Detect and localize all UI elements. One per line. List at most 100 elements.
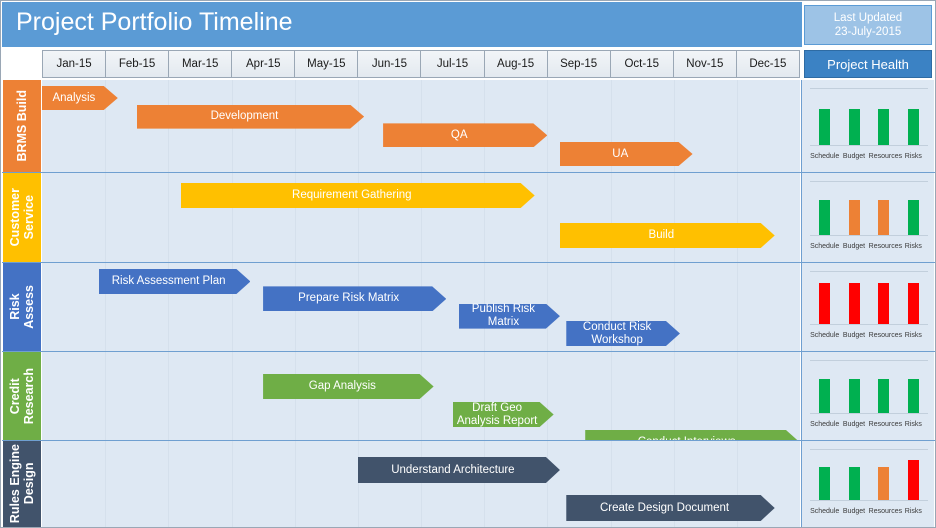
health-bar-schedule[interactable] <box>819 379 830 413</box>
grid-line <box>232 352 233 440</box>
swimlane-label-brms-build[interactable]: BRMS Build <box>3 80 41 172</box>
swimlane-label-customer-service[interactable]: Customer Service <box>3 173 41 262</box>
health-label-budget: Budget <box>839 421 868 428</box>
health-bar-risks[interactable] <box>908 200 919 235</box>
month-header-cell[interactable]: Aug-15 <box>484 50 548 78</box>
grid-line <box>547 352 548 440</box>
task-bar[interactable]: Requirement Gathering <box>181 183 535 208</box>
swimlane-row: Customer Service Requirement GatheringBui… <box>2 172 935 262</box>
task-bar[interactable]: Development <box>137 105 364 129</box>
grid-line <box>168 352 169 440</box>
swimlane-label-text: Customer Service <box>8 188 36 246</box>
month-header-cell[interactable]: Sep-15 <box>547 50 611 78</box>
month-header-cell[interactable]: May-15 <box>294 50 358 78</box>
task-bar[interactable]: Draft Geo Analysis Report <box>453 402 554 427</box>
swimlane-label-text: Rules Engine Design <box>8 444 36 523</box>
month-header-cell[interactable]: Feb-15 <box>105 50 169 78</box>
last-updated-badge: Last Updated 23-July-2015 <box>804 5 932 45</box>
health-bar-risks[interactable] <box>908 109 919 145</box>
task-bar[interactable]: Conduct Risk Workshop <box>566 321 680 346</box>
health-label-schedule: Schedule <box>810 243 839 250</box>
task-bar[interactable]: Analysis <box>42 86 118 110</box>
task-bar[interactable]: Gap Analysis <box>263 374 434 399</box>
month-header-cell[interactable]: Jun-15 <box>357 50 421 78</box>
health-bar-risks[interactable] <box>908 283 919 324</box>
health-bar-budget[interactable] <box>849 283 860 324</box>
health-bar-risks[interactable] <box>908 460 919 500</box>
month-header-cell[interactable]: Dec-15 <box>736 50 800 78</box>
task-bar-label: Prepare Risk Matrix <box>298 292 399 305</box>
swimlane-container: BRMS BuildAnalysisDevelopmentQA UA Schedul… <box>2 80 935 527</box>
task-bar-label: Draft Geo Analysis Report <box>453 402 542 428</box>
swimlane-row: Rules Engine Design Understand Architectu… <box>2 440 935 527</box>
task-bar[interactable]: Prepare Risk Matrix <box>263 286 446 311</box>
grid-line <box>105 441 106 527</box>
health-bar-resources[interactable] <box>878 379 889 413</box>
task-bar-label: Development <box>211 110 279 123</box>
grid-line <box>674 352 675 440</box>
grid-line <box>232 441 233 527</box>
swimlane-label-text: Risk Assess <box>8 285 36 329</box>
health-bar-budget[interactable] <box>849 467 860 500</box>
swimlane-track: Gap AnalysisDraft Geo Analysis ReportCon… <box>42 352 800 440</box>
swimlane-track: AnalysisDevelopmentQA UA <box>42 80 800 172</box>
health-bar-labels: ScheduleBudgetResourcesRisks <box>810 238 928 254</box>
swimlane-label-credit-research[interactable]: Credit Research <box>3 352 41 440</box>
task-bar[interactable]: Publish Risk Matrix <box>459 304 560 329</box>
task-bar-label: Publish Risk Matrix <box>459 303 548 329</box>
health-bar-schedule[interactable] <box>819 467 830 500</box>
task-bar[interactable]: Understand Architecture <box>358 457 560 483</box>
health-bar-labels: ScheduleBudgetResourcesRisks <box>810 148 928 164</box>
health-label-resources: Resources <box>869 332 899 339</box>
grid-line <box>168 441 169 527</box>
health-bar-budget[interactable] <box>849 379 860 413</box>
health-label-resources: Resources <box>869 153 899 160</box>
month-header-cell[interactable]: Jul-15 <box>420 50 484 78</box>
health-label-risks: Risks <box>899 332 928 339</box>
health-label-schedule: Schedule <box>810 421 839 428</box>
health-bar-resources[interactable] <box>878 283 889 324</box>
grid-line <box>547 441 548 527</box>
task-bar[interactable]: Risk Assessment Plan <box>99 269 251 294</box>
grid-line <box>295 441 296 527</box>
month-header-cell[interactable]: Nov-15 <box>673 50 737 78</box>
health-label-risks: Risks <box>899 421 928 428</box>
health-label-budget: Budget <box>839 153 868 160</box>
swimlane-label-rules-engine-design[interactable]: Rules Engine Design <box>3 441 41 527</box>
task-bar[interactable]: Create Design Document <box>566 495 774 521</box>
health-chart: ScheduleBudgetResourcesRisks <box>810 181 928 256</box>
health-bar-budget[interactable] <box>849 109 860 145</box>
grid-line <box>421 441 422 527</box>
task-bar-label: UA <box>612 148 628 161</box>
health-bar-schedule[interactable] <box>819 283 830 324</box>
month-header-cell[interactable]: Oct-15 <box>610 50 674 78</box>
health-bar-resources[interactable] <box>878 109 889 145</box>
health-bar-schedule[interactable] <box>819 200 830 235</box>
health-label-resources: Resources <box>869 243 899 250</box>
swimlane-row: BRMS BuildAnalysisDevelopmentQA UA Schedul… <box>2 80 935 172</box>
project-health-panel: ScheduleBudgetResourcesRisks <box>801 441 934 527</box>
health-bar-labels: ScheduleBudgetResourcesRisks <box>810 416 928 432</box>
health-bar-labels: ScheduleBudgetResourcesRisks <box>810 503 928 519</box>
health-chart: ScheduleBudgetResourcesRisks <box>810 88 928 166</box>
month-header-cell[interactable]: Jan-15 <box>42 50 106 78</box>
task-bar[interactable]: QA <box>383 123 547 147</box>
swimlane-row: Risk Assess Risk Assessment PlanPrepare R… <box>2 262 935 351</box>
health-bar-budget[interactable] <box>849 200 860 235</box>
last-updated-label: Last Updated <box>834 11 902 25</box>
task-bar[interactable]: Build <box>560 223 775 248</box>
grid-line <box>547 80 548 172</box>
swimlane-label-risk-assess[interactable]: Risk Assess <box>3 263 41 351</box>
health-chart: ScheduleBudgetResourcesRisks <box>810 271 928 345</box>
month-header-cell[interactable]: Apr-15 <box>231 50 295 78</box>
task-bar[interactable]: UA <box>560 142 693 166</box>
health-bar-risks[interactable] <box>908 379 919 413</box>
grid-line <box>547 173 548 262</box>
health-bar-resources[interactable] <box>878 200 889 235</box>
health-bar-resources[interactable] <box>878 467 889 500</box>
month-header-cell[interactable]: Mar-15 <box>168 50 232 78</box>
task-bar-label: Gap Analysis <box>309 380 376 393</box>
health-bar-schedule[interactable] <box>819 109 830 145</box>
task-bar-label: Requirement Gathering <box>292 189 412 202</box>
